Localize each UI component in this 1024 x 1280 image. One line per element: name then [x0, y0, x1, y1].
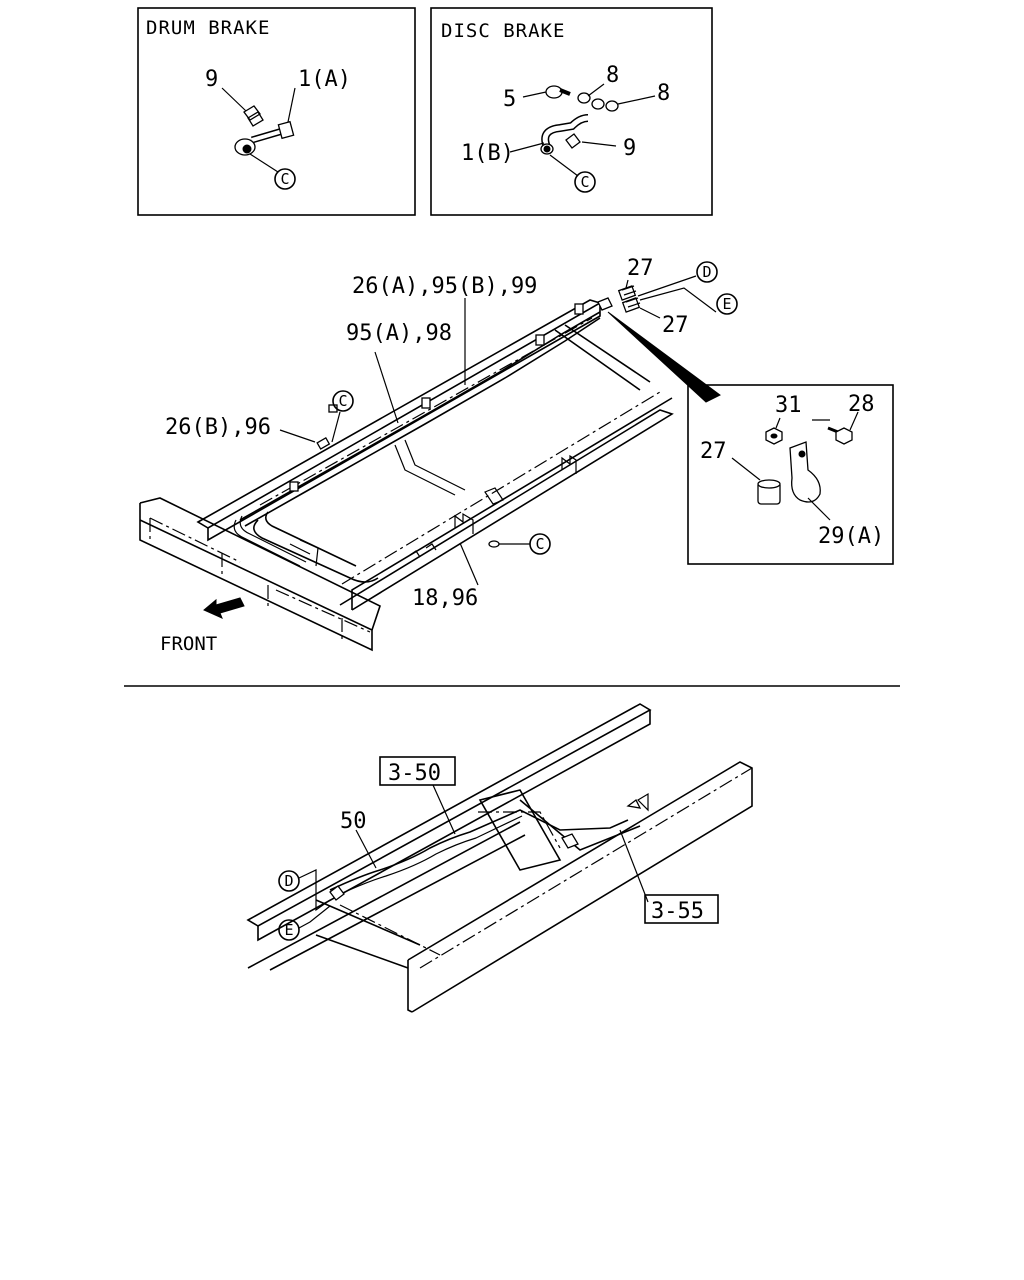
label-9-disc: 9: [623, 136, 636, 161]
label-28: 28: [848, 392, 875, 417]
callout-e-circle: [278, 919, 300, 941]
detail-frame: [687, 384, 894, 565]
label-18-96: 18,96: [412, 586, 478, 611]
callout-d: D: [702, 263, 711, 281]
label-26b-96: 26(B),96: [165, 415, 271, 440]
grommet-icon: [757, 479, 781, 505]
washer-icon: [591, 98, 605, 110]
bolt-icon: [827, 426, 853, 445]
clip-icon: [561, 833, 579, 849]
label-29a: 29(A): [818, 524, 884, 549]
brake-hose-icon: [234, 120, 295, 156]
bolt-icon: [545, 85, 571, 99]
label-31: 31: [775, 393, 802, 418]
label-8-right: 8: [657, 81, 670, 106]
ref-box-3-55: [644, 894, 719, 924]
clip-icon: [329, 885, 345, 901]
callout-c-circle: [574, 171, 596, 193]
disc-brake-frame: [430, 7, 713, 216]
callout-d-circle: [696, 261, 718, 283]
drum-brake-frame: [137, 7, 416, 216]
callout-c: C: [580, 173, 589, 191]
brake-hose-icon: [540, 114, 589, 155]
clip-icon: [243, 105, 264, 127]
callout-d-circle: [278, 870, 300, 892]
callout-e: E: [722, 295, 731, 313]
washer-icon: [605, 100, 619, 112]
grommet-icon: [621, 297, 641, 313]
label-9: 9: [205, 67, 218, 92]
detail-box: 31 28 27 29(A): [687, 384, 894, 565]
grommet-icon: [617, 285, 637, 301]
disc-brake-panel: DISC BRAKE 5 8 8 1(B) 9 C: [430, 7, 713, 216]
disc-brake-title: DISC BRAKE: [441, 20, 565, 42]
drum-brake-title: DRUM BRAKE: [146, 17, 270, 39]
label-27-top: 27: [627, 256, 654, 281]
callout-e-lower: E: [284, 921, 293, 939]
callout-d-lower: D: [284, 872, 293, 890]
clip-icon: [565, 133, 581, 149]
label-27-detail: 27: [700, 439, 727, 464]
front-label: FRONT: [160, 633, 217, 655]
callout-e-circle: [716, 293, 738, 315]
label-50: 50: [340, 809, 367, 834]
front-crossmember: [139, 497, 381, 652]
washer-icon: [577, 92, 591, 104]
ref-3-55: 3-55: [651, 899, 704, 924]
callout-c: C: [280, 170, 289, 188]
brake-pipe: [329, 809, 629, 891]
label-95a-98: 95(A),98: [346, 321, 452, 346]
label-27-bottom: 27: [662, 313, 689, 338]
callout-c-circle: [274, 168, 296, 190]
callout-c-circle: [529, 533, 551, 555]
callout-c-lower: C: [535, 535, 544, 553]
label-8-upper: 8: [606, 63, 619, 88]
label-1b: 1(B): [461, 141, 514, 166]
right-side-rail: [339, 409, 674, 611]
clamp-icon: [789, 441, 821, 503]
lower-frame-drawing: D E 50 3-50 3-55: [246, 703, 753, 1013]
brake-pipe-upper: [239, 311, 601, 521]
callout-c-upper: C: [338, 392, 347, 410]
front-arrow-icon: [203, 597, 245, 619]
label-5: 5: [503, 87, 516, 112]
nut-icon: [765, 427, 783, 445]
ref-box-3-50: [379, 756, 456, 786]
ref-3-50: 3-50: [388, 761, 441, 786]
callout-c-circle: [332, 390, 354, 412]
label-1a: 1(A): [298, 67, 351, 92]
label-26a-95b-99: 26(A),95(B),99: [352, 274, 537, 299]
detail-pointer: [607, 311, 721, 403]
main-frame-drawing: 26(A),95(B),99 95(A),98 26(B),96 C 18,96…: [139, 256, 738, 655]
brake-pipe-lower: [244, 317, 601, 527]
drum-brake-panel: DRUM BRAKE 9 1(A) C: [137, 7, 416, 216]
